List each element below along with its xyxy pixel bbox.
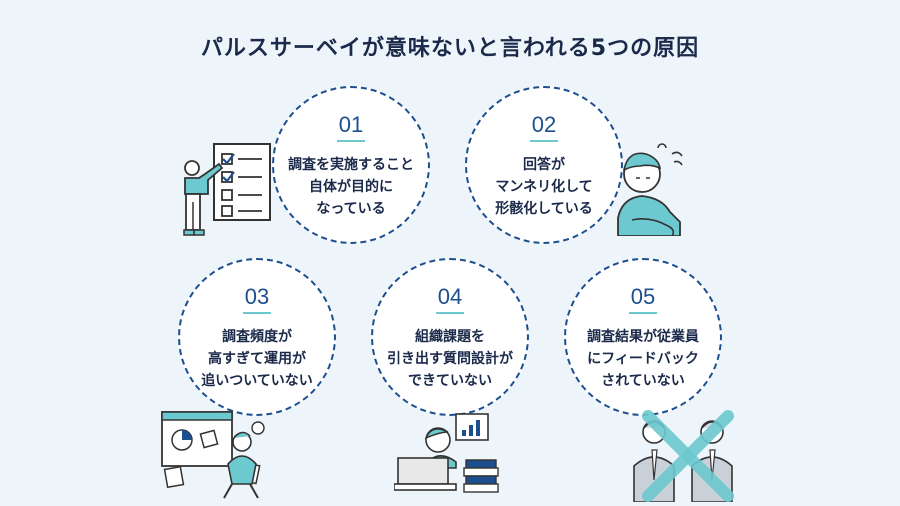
cause-circle-04: 04 組織課題を 引き出す質問設計が できていない bbox=[371, 258, 529, 416]
cause-line: 調査を実施すること bbox=[288, 157, 414, 173]
cause-text: 調査を実施すること 自体が目的に なっている bbox=[274, 154, 428, 220]
cause-line: 組織課題を bbox=[415, 329, 485, 345]
cause-circle-02: 02 回答が マンネリ化して 形骸化している bbox=[465, 86, 623, 244]
cause-line: 調査頻度が bbox=[222, 329, 292, 345]
checklist-person-illustration bbox=[183, 143, 271, 236]
cause-line: 調査結果が従業員 bbox=[587, 329, 699, 345]
number-underline bbox=[530, 140, 558, 142]
number-underline bbox=[337, 140, 365, 142]
cause-line: されていない bbox=[601, 373, 685, 389]
cause-line: 追いついていない bbox=[201, 373, 313, 389]
page-title: パルスサーベイが意味ないと言われる5つの原因 bbox=[200, 36, 700, 61]
cause-line: 回答が bbox=[523, 157, 565, 173]
number-underline bbox=[243, 312, 271, 314]
cause-number: 03 bbox=[244, 284, 270, 309]
cause-circle-03: 03 調査頻度が 高すぎて運用が 追いついていない bbox=[178, 258, 336, 416]
cause-line: マンネリ化して bbox=[495, 179, 593, 195]
cause-line: なっている bbox=[316, 201, 386, 217]
cause-number: 04 bbox=[437, 284, 463, 309]
overwhelmed-person-illustration bbox=[161, 411, 265, 499]
laptop-person-illustration bbox=[394, 413, 499, 493]
cause-text: 調査結果が従業員 にフィードバック されていない bbox=[566, 326, 720, 392]
cause-number: 02 bbox=[531, 112, 557, 137]
cause-line: にフィードバック bbox=[587, 351, 699, 367]
cause-line: 引き出す質問設計が bbox=[387, 351, 513, 367]
cause-text: 回答が マンネリ化して 形骸化している bbox=[467, 154, 621, 220]
cause-number: 05 bbox=[630, 284, 656, 309]
cause-circle-01: 01 調査を実施すること 自体が目的に なっている bbox=[272, 86, 430, 244]
cause-text: 調査頻度が 高すぎて運用が 追いついていない bbox=[180, 326, 334, 392]
number-underline bbox=[629, 312, 657, 314]
cause-line: 形骸化している bbox=[495, 201, 593, 217]
cause-line: 自体が目的に bbox=[309, 179, 393, 195]
cause-line: 高すぎて運用が bbox=[208, 351, 306, 367]
cause-line: できていない bbox=[408, 373, 492, 389]
cause-text: 組織課題を 引き出す質問設計が できていない bbox=[373, 326, 527, 392]
cause-circle-05: 05 調査結果が従業員 にフィードバック されていない bbox=[564, 258, 722, 416]
cross-people-illustration bbox=[633, 410, 734, 502]
number-underline bbox=[436, 312, 464, 314]
tired-person-illustration bbox=[617, 143, 683, 236]
cause-number: 01 bbox=[338, 112, 364, 137]
